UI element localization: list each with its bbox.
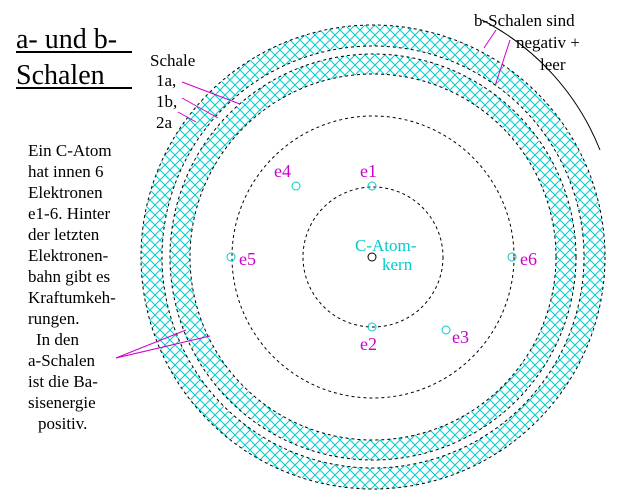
b-shells-note-line-3: leer [540, 55, 566, 74]
nucleus-marker [367, 252, 377, 262]
pointer-a-shell-2 [115, 335, 211, 359]
description-line-10: In den [36, 330, 79, 349]
shell-circle-1 [140, 24, 606, 490]
description-line-7: bahn gibt es [28, 267, 110, 286]
electron-markers [226, 181, 517, 335]
pointer-b-shell-1 [483, 29, 497, 49]
shell-circle-2 [161, 45, 585, 469]
shell-circle-3 [169, 53, 577, 461]
title: a- und b- Schalen [16, 24, 132, 91]
b-shell-arc [481, 19, 601, 151]
shell-circle-4 [189, 73, 557, 441]
shell-circles [140, 24, 606, 490]
b-shells-note-line-1: b-Schalen sind [474, 11, 575, 30]
pointer-b-shell-2 [494, 39, 511, 87]
description-line-8: Kraftumkeh- [28, 288, 116, 307]
electron-label-e4: e4 [274, 161, 291, 181]
electron-label-e2: e2 [360, 334, 377, 354]
shell-label-line-3: 1b, [156, 92, 177, 111]
title-line-2: Schalen [16, 60, 105, 91]
nucleus-label-line-2: kern [382, 255, 413, 274]
pointer-lines [115, 29, 511, 359]
pointer-2a [177, 111, 197, 123]
b-shells-note-line-2: negativ + [516, 33, 580, 52]
orbit-inner [302, 186, 444, 328]
electron-labels: e1 e2 e3 e4 e5 e6 [239, 161, 537, 354]
electron-e4 [291, 181, 301, 191]
title-line-1: a- und b- [16, 24, 117, 55]
electron-e2 [367, 322, 377, 332]
b-shells-note: b-Schalen sind negativ + leer [474, 11, 580, 74]
electron-e5 [226, 252, 236, 262]
description-line-6: Elektronen- [28, 246, 109, 265]
description: Ein C-Atom hat innen 6 Elektronen e1-6. … [28, 141, 116, 433]
shell-label: Schale 1a, 1b, 2a [150, 51, 195, 132]
shell-label-line-1: Schale [150, 51, 195, 70]
nucleus-label-line-1: C-Atom- [355, 236, 417, 255]
electron-label-e6: e6 [520, 249, 537, 269]
electron-label-e5: e5 [239, 249, 256, 269]
description-line-3: Elektronen [28, 183, 103, 202]
electron-e3 [441, 325, 451, 335]
description-line-5: der letzten [28, 225, 100, 244]
pointer-1a [181, 81, 241, 105]
description-line-12: ist die Ba- [28, 372, 98, 391]
electron-label-e3: e3 [452, 327, 469, 347]
pointer-1b [181, 97, 219, 119]
description-line-1: Ein C-Atom [28, 141, 112, 160]
description-line-11: a-Schalen [28, 351, 96, 370]
nucleus-label: C-Atom- kern [355, 236, 417, 274]
shell-label-line-2: 1a, [156, 71, 176, 90]
electron-label-e1: e1 [360, 161, 377, 181]
description-line-9: rungen. [28, 309, 79, 328]
description-line-13: sisenergie [28, 393, 96, 412]
description-line-2: hat innen 6 [28, 162, 104, 181]
electron-e6 [507, 252, 517, 262]
description-line-14: positiv. [38, 414, 87, 433]
shell-label-line-4: 2a [156, 113, 173, 132]
description-line-4: e1-6. Hinter [28, 204, 110, 223]
pointer-a-shell-1 [115, 329, 187, 359]
orbit-outer [231, 115, 515, 399]
electron-e1 [367, 181, 377, 191]
